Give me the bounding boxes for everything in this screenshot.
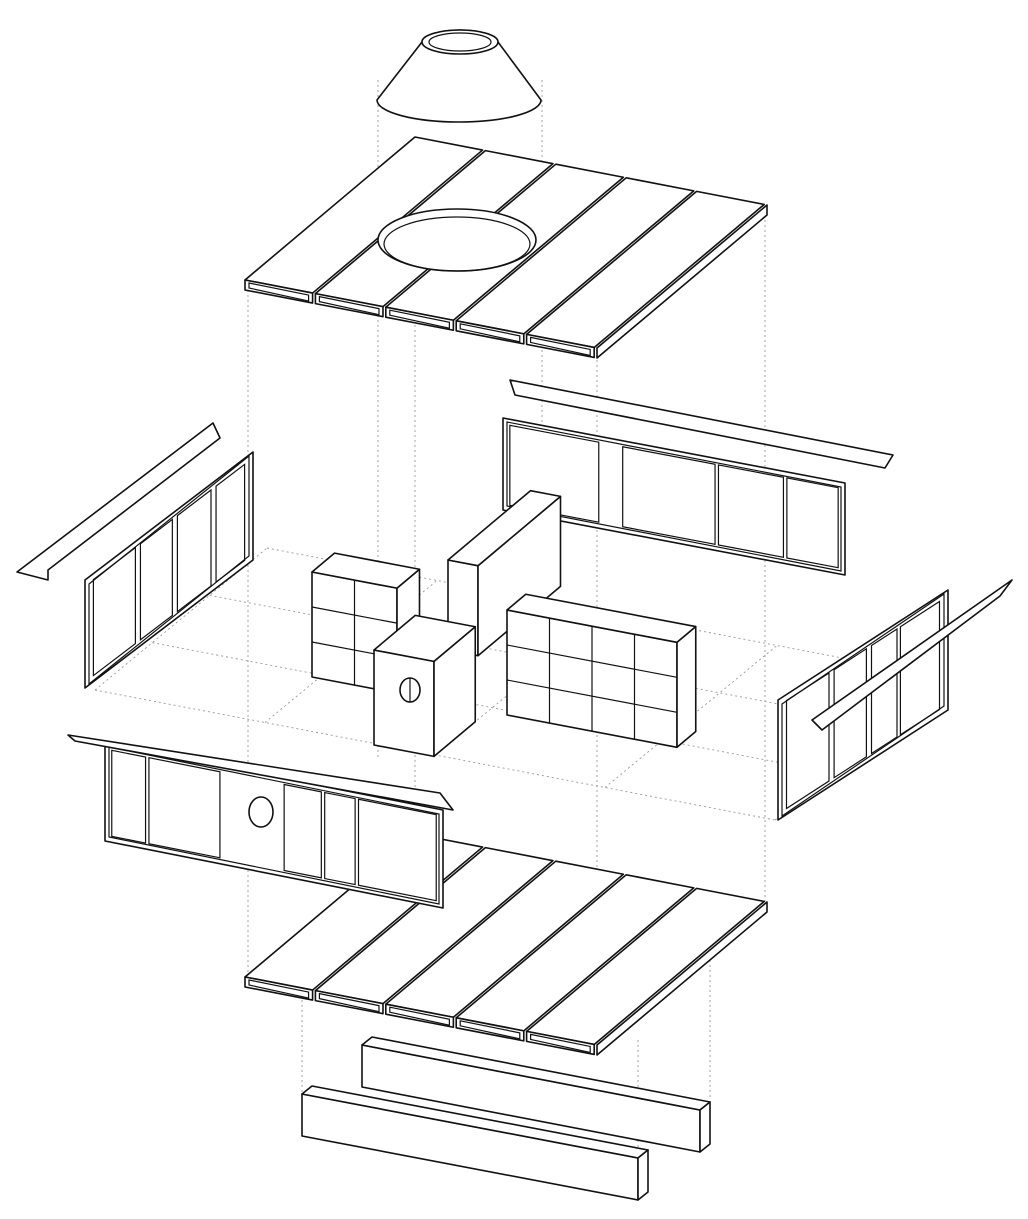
window-pane: [785, 671, 830, 810]
window-pane: [148, 756, 221, 859]
roof-opening-inner: [383, 216, 531, 272]
wall-frame-inner: [108, 746, 440, 905]
eave-flashing: [509, 379, 894, 469]
panel-slot: [318, 992, 380, 1013]
shelf-board: [506, 679, 678, 713]
window-pane: [622, 446, 716, 546]
roof-light-cone: [376, 29, 542, 123]
panel-slot: [389, 309, 450, 330]
panel-slot: [459, 323, 521, 343]
wall-frame-inner: [506, 421, 842, 572]
furniture-units: [311, 489, 697, 758]
foundation-beam-back: [361, 1036, 711, 1153]
window-pane: [283, 783, 322, 879]
right-wall: [777, 579, 1013, 821]
wall-frame: [84, 451, 254, 689]
cone-top-opening: [428, 32, 492, 52]
cone-top-ring: [421, 29, 499, 55]
window-pane: [176, 488, 212, 613]
desk-cube-top: [373, 614, 477, 663]
wall-frame: [502, 417, 846, 576]
components: [16, 29, 1013, 1201]
window-pane: [870, 627, 898, 755]
window-pane: [717, 464, 785, 559]
panel-slot: [389, 1006, 450, 1027]
panel-slot: [318, 295, 380, 316]
roof-panels: [244, 136, 768, 359]
front-wall: [67, 734, 454, 909]
window-pane: [509, 424, 600, 523]
window-pane: [92, 546, 136, 677]
tall-cabinet-top: [447, 489, 562, 567]
wall-frame: [777, 589, 949, 821]
window-pane: [139, 518, 173, 641]
desk-cube-front: [373, 649, 435, 758]
left-wall: [16, 422, 254, 689]
eave-flashing: [16, 422, 221, 581]
eave-flashing: [67, 734, 454, 811]
foundation-beam-front: [301, 1085, 649, 1201]
window-pane: [899, 600, 941, 736]
beam-end: [699, 1101, 711, 1153]
window-pane: [324, 791, 356, 886]
shelf-board: [311, 606, 398, 624]
panel-slot: [248, 979, 310, 999]
panel-slot: [529, 336, 591, 357]
beam-end: [637, 1149, 649, 1201]
window-pane: [786, 477, 839, 569]
wall-frame-inner: [88, 454, 250, 686]
panel-slot: [248, 282, 310, 302]
wall-frame-inner: [781, 592, 945, 818]
panel-slot: [529, 1033, 591, 1054]
window-pane: [111, 749, 147, 844]
eave-flashing: [811, 579, 1013, 731]
wardrobe-top: [506, 593, 697, 644]
window-pane: [833, 647, 868, 779]
porthole-window: [248, 796, 274, 828]
panel-slot: [459, 1020, 521, 1040]
bookshelf-left-top: [311, 552, 421, 589]
window-pane: [215, 463, 246, 584]
wardrobe-side: [676, 625, 697, 749]
panel-side: [596, 901, 768, 1056]
guide-line: [152, 642, 833, 774]
back-wall: [502, 379, 894, 576]
panel-side: [596, 204, 768, 359]
window-pane: [357, 798, 437, 902]
shelf-board: [506, 644, 678, 678]
